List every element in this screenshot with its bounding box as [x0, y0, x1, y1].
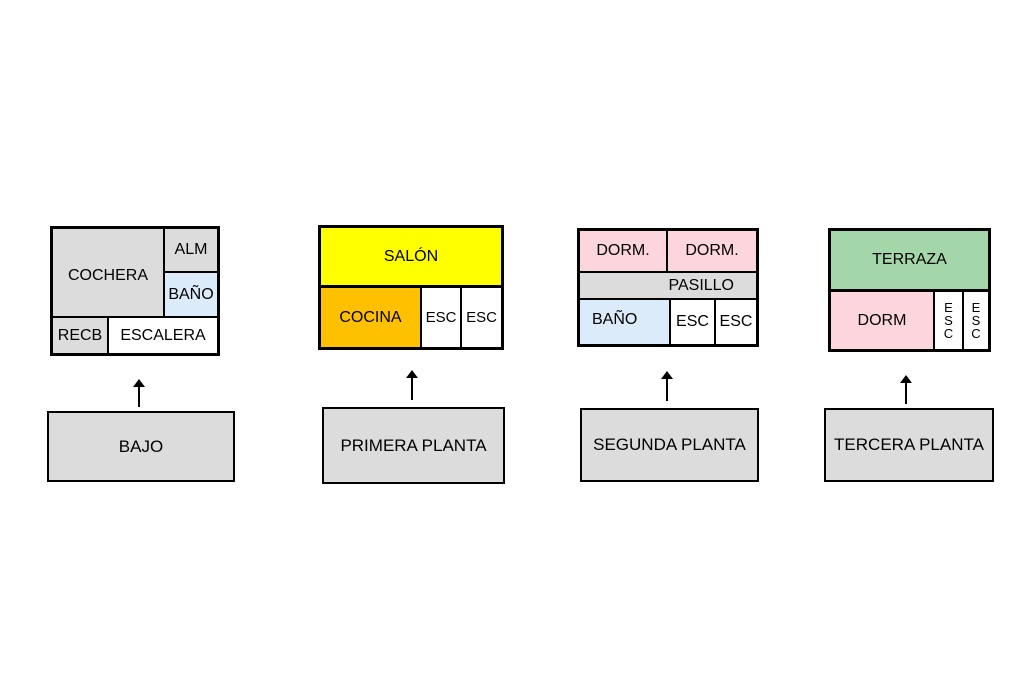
room-cochera: COCHERA — [53, 229, 165, 316]
room-recb-label: RECB — [57, 326, 103, 344]
room-dorm-2: DORM. — [668, 231, 756, 271]
room-pasillo: PASILLO — [580, 271, 756, 300]
room-dorm-1: DORM. — [580, 231, 668, 271]
floor-label-bajo-text: BAJO — [118, 436, 164, 456]
floor-label-segunda-text: SEGUNDA PLANTA — [593, 435, 746, 454]
floor-label-tercera-text: TERCERA PLANTA — [834, 435, 984, 454]
room-cochera-label: COCHERA — [67, 266, 148, 284]
room-alm-label: ALM — [174, 241, 208, 258]
room-bano-label: BAÑO — [592, 311, 638, 328]
floor-label-bajo: BAJO — [47, 411, 235, 482]
room-esc-2: E S C — [964, 292, 988, 349]
room-dorm-1-label: DORM. — [596, 242, 650, 259]
room-recb: RECB — [53, 316, 109, 353]
room-bano: BAÑO — [580, 300, 671, 344]
room-esc-1: ESC — [422, 288, 462, 347]
room-escalera: ESCALERA — [109, 316, 217, 353]
room-cocina-label: COCINA — [339, 308, 402, 326]
room-esc-2: ESC — [462, 288, 501, 347]
arrow-up-icon — [900, 375, 912, 404]
room-esc-2: ESC — [716, 300, 756, 344]
arrow-up-icon — [661, 371, 673, 401]
room-escalera-label: ESCALERA — [120, 326, 206, 344]
room-dorm-label: DORM — [857, 311, 907, 329]
room-bano-label: BAÑO — [168, 285, 214, 303]
floor-label-primera: PRIMERA PLANTA — [322, 407, 505, 484]
room-esc-1: ESC — [671, 300, 716, 344]
room-esc-2-label: ESC — [466, 309, 497, 326]
room-salon-label: SALÓN — [383, 247, 439, 265]
arrow-up-icon — [133, 379, 145, 407]
floor-label-tercera: TERCERA PLANTA — [824, 408, 994, 482]
plan-bajo: COCHERA ALM BAÑO RECB ESCALERA — [50, 226, 220, 356]
room-esc-2-char: C — [971, 326, 981, 341]
room-pasillo-label: PASILLO — [668, 276, 734, 294]
room-bano: BAÑO — [165, 273, 217, 316]
room-esc-1: E S C — [935, 292, 964, 349]
room-esc-2-char: S — [971, 313, 981, 328]
plan-tercera: TERRAZA DORM E S C E S C — [828, 228, 991, 352]
room-esc-1-char: E — [944, 300, 953, 315]
room-terraza-label: TERRAZA — [872, 251, 947, 268]
room-esc-1-label: ESC — [425, 309, 457, 326]
room-esc-1-char: S — [944, 313, 953, 328]
room-dorm-2-label: DORM. — [685, 242, 739, 259]
arrow-up-icon — [406, 370, 418, 400]
room-esc-1-label: ESC — [676, 313, 709, 330]
plan-segunda: DORM. DORM. PASILLO BAÑO ESC ESC — [577, 228, 759, 347]
floor-label-primera-text: PRIMERA PLANTA — [340, 435, 487, 455]
room-salon: SALÓN — [321, 228, 501, 288]
room-esc-2-label: ESC — [719, 313, 753, 330]
floor-label-segunda: SEGUNDA PLANTA — [580, 408, 759, 482]
room-dorm: DORM — [831, 292, 935, 349]
room-cocina: COCINA — [321, 288, 422, 347]
room-alm: ALM — [165, 229, 217, 273]
room-esc-2-char: E — [971, 300, 981, 315]
room-esc-1-char: C — [943, 326, 954, 341]
plan-primera: SALÓN COCINA ESC ESC — [318, 225, 504, 350]
room-terraza: TERRAZA — [831, 231, 988, 292]
